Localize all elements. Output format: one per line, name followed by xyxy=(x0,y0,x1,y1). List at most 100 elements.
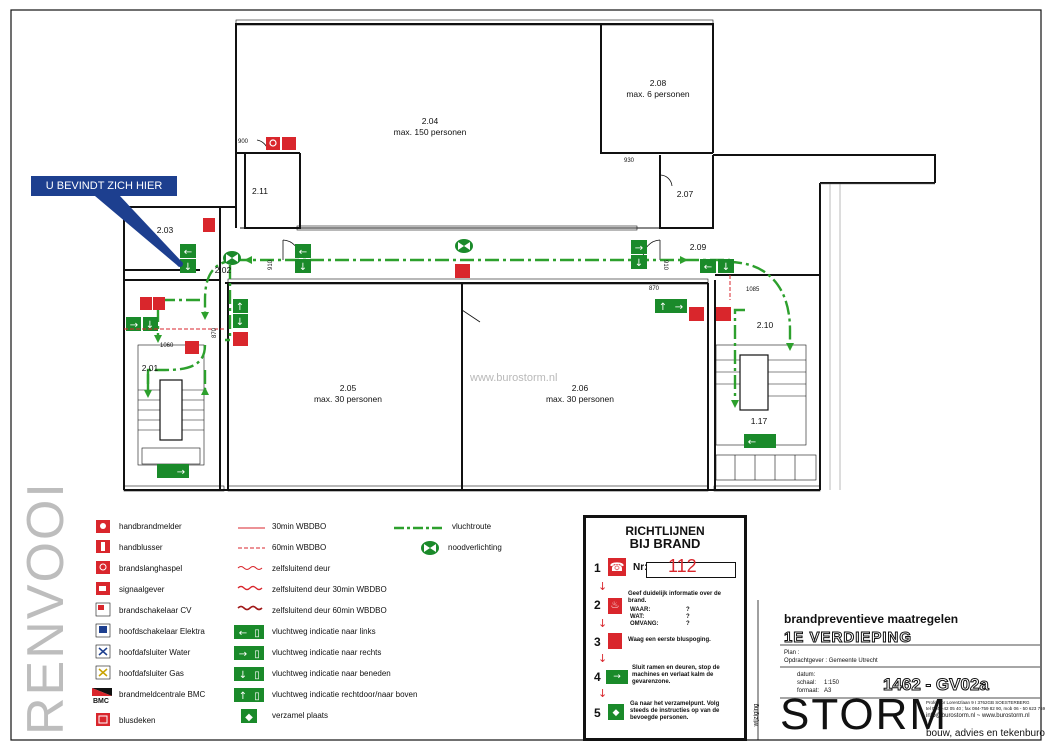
legend-item: hoofdafsluiter Water xyxy=(119,648,191,657)
svg-text:↓: ↓ xyxy=(146,320,154,331)
legend-item: brandmeldcentrale BMC xyxy=(119,690,206,699)
door-dim: 930 xyxy=(624,158,635,164)
step-5-text: Ga naar het verzamelpunt. Volg steeds de… xyxy=(630,701,720,721)
card-title: RICHTLIJNEN xyxy=(625,524,705,538)
svg-text:↑: ↑ xyxy=(239,691,247,702)
fire-icon: ♨ xyxy=(608,598,622,614)
waar-label: WAAR: xyxy=(630,607,651,613)
legend-item: vluchtweg indicatie naar beneden xyxy=(272,669,391,678)
step-4-text: Sluit ramen en deuren, stop de machines … xyxy=(632,665,720,685)
svg-text:▯: ▯ xyxy=(254,691,260,702)
q-mark: ? xyxy=(686,614,690,620)
legend-icons-col2 xyxy=(234,625,264,723)
legend-item: handbrandmelder xyxy=(119,522,182,531)
svg-text:◆: ◆ xyxy=(245,712,253,723)
svg-text:↓: ↓ xyxy=(635,258,643,269)
arrow-down-icon: ↓ xyxy=(598,687,608,700)
legend-item: noodverlichting xyxy=(448,543,502,552)
room-2-07: 2.07 xyxy=(676,189,694,199)
room-2-04: 2.04 max. 150 personen xyxy=(380,116,480,138)
scale-value: 1:150 xyxy=(824,680,840,686)
company-tagline: bouw, advies en tekenburo xyxy=(926,728,1045,739)
legend-item: brandschakelaar CV xyxy=(119,606,192,615)
svg-text:←: ← xyxy=(184,247,192,258)
legend-item: zelfsluitend deur 60min WBDBO xyxy=(272,606,387,615)
scale-label: schaal: xyxy=(797,680,817,686)
door-dim: 910 xyxy=(268,259,275,271)
svg-text:↑: ↑ xyxy=(659,302,667,313)
svg-text:↓: ↓ xyxy=(299,262,307,273)
client-label: Opdrachtgever : Gemeente Utrecht xyxy=(784,658,878,664)
arrow-down-icon: ↓ xyxy=(598,617,608,630)
svg-text:↓: ↓ xyxy=(236,317,244,328)
room-2-03: 2.03 xyxy=(156,225,174,235)
nr-box xyxy=(646,562,736,578)
step-number: 5 xyxy=(594,706,601,720)
step-number: 3 xyxy=(594,635,601,649)
legend-item: blusdeken xyxy=(119,716,156,725)
room-2-02: 2.02 xyxy=(214,265,232,275)
room-capacity: max. 30 personen xyxy=(545,394,615,404)
room-id: 2.05 xyxy=(339,383,357,393)
legend-item: zelfsluitend deur 30min WBDBO xyxy=(272,585,387,594)
exit-icon: → xyxy=(606,670,628,684)
contact-line: tel 0346-42 05 40 ; fax 084-759 82 90, m… xyxy=(926,706,1046,711)
assembly-point-icon: ◆ xyxy=(608,704,624,720)
arrow-down-icon: ↓ xyxy=(598,652,608,665)
room-2-10: 2.10 xyxy=(756,320,774,330)
door-dim: 1060 xyxy=(160,343,174,349)
svg-text:↑: ↑ xyxy=(236,302,244,313)
room-1-17: 1.17 xyxy=(750,416,768,426)
step-number: 4 xyxy=(594,670,601,684)
revision-label: wijziging xyxy=(753,703,760,727)
escape-route xyxy=(146,258,792,400)
q-mark: ? xyxy=(686,621,690,627)
svg-text:→: → xyxy=(675,302,683,313)
room-id: 2.06 xyxy=(571,383,589,393)
project-number: 1462 - GV02a xyxy=(883,675,990,695)
room-capacity: max. 30 personen xyxy=(313,394,383,404)
door-dim: 1085 xyxy=(746,287,760,293)
nr-label: Nr: xyxy=(633,562,648,573)
floor-title: 1E VERDIEPING xyxy=(783,629,913,647)
legend-icons-col1 xyxy=(92,520,112,726)
card-subtitle: BIJ BRAND xyxy=(629,536,701,551)
legend-item: 60min WBDBO xyxy=(272,543,327,552)
room-2-06: 2.06 max. 30 personen xyxy=(530,383,630,405)
walls xyxy=(123,23,936,491)
fire-equipment-icons xyxy=(140,137,731,354)
omvang-label: OMVANG: xyxy=(630,621,659,627)
legend-item: vluchtweg indicatie naar links xyxy=(272,627,376,636)
step-number: 1 xyxy=(594,561,601,575)
web-line: info@burostorm.nl ~ www.burostorm.nl xyxy=(926,713,1030,719)
company-logo: STORM xyxy=(780,690,949,739)
legend-item: vluchtroute xyxy=(452,522,492,531)
room-capacity: max. 150 personen xyxy=(393,127,467,137)
legend-item: 30min WBDBO xyxy=(272,522,327,531)
room-2-01: 2.01 xyxy=(141,363,159,373)
svg-text:↓: ↓ xyxy=(722,262,730,273)
svg-text:←: ← xyxy=(299,247,307,258)
legend-item: vluchtweg indicatie naar rechts xyxy=(272,648,382,657)
svg-text:→: → xyxy=(177,467,185,478)
svg-text:→: → xyxy=(239,649,247,660)
q-mark: ? xyxy=(686,607,690,613)
legend-item: handblusser xyxy=(119,543,163,552)
emergency-number: 112 xyxy=(668,556,697,576)
svg-text:▯: ▯ xyxy=(254,628,260,639)
format-label: formaat: xyxy=(797,688,820,694)
legend-item: verzamel plaats xyxy=(272,711,329,720)
drawing-title: brandpreventieve maatregelen xyxy=(784,612,959,626)
phone-icon: ☎ xyxy=(608,558,626,576)
watermark: www.burostorm.nl xyxy=(470,372,558,384)
svg-text:←: ← xyxy=(748,437,756,448)
svg-text:▯: ▯ xyxy=(254,649,260,660)
emergency-light-icons xyxy=(223,239,473,265)
svg-text:←: ← xyxy=(704,262,712,273)
fire-guidelines-card: RICHTLIJNEN BIJ BRAND 1 ☎ Nr: 112 ↓ 2 ♨ … xyxy=(583,515,747,741)
plan-label: Plan : xyxy=(784,650,800,656)
legend-line-samples xyxy=(237,526,442,611)
door-dim: 900 xyxy=(238,139,249,145)
room-capacity: max. 6 personen xyxy=(626,89,690,99)
